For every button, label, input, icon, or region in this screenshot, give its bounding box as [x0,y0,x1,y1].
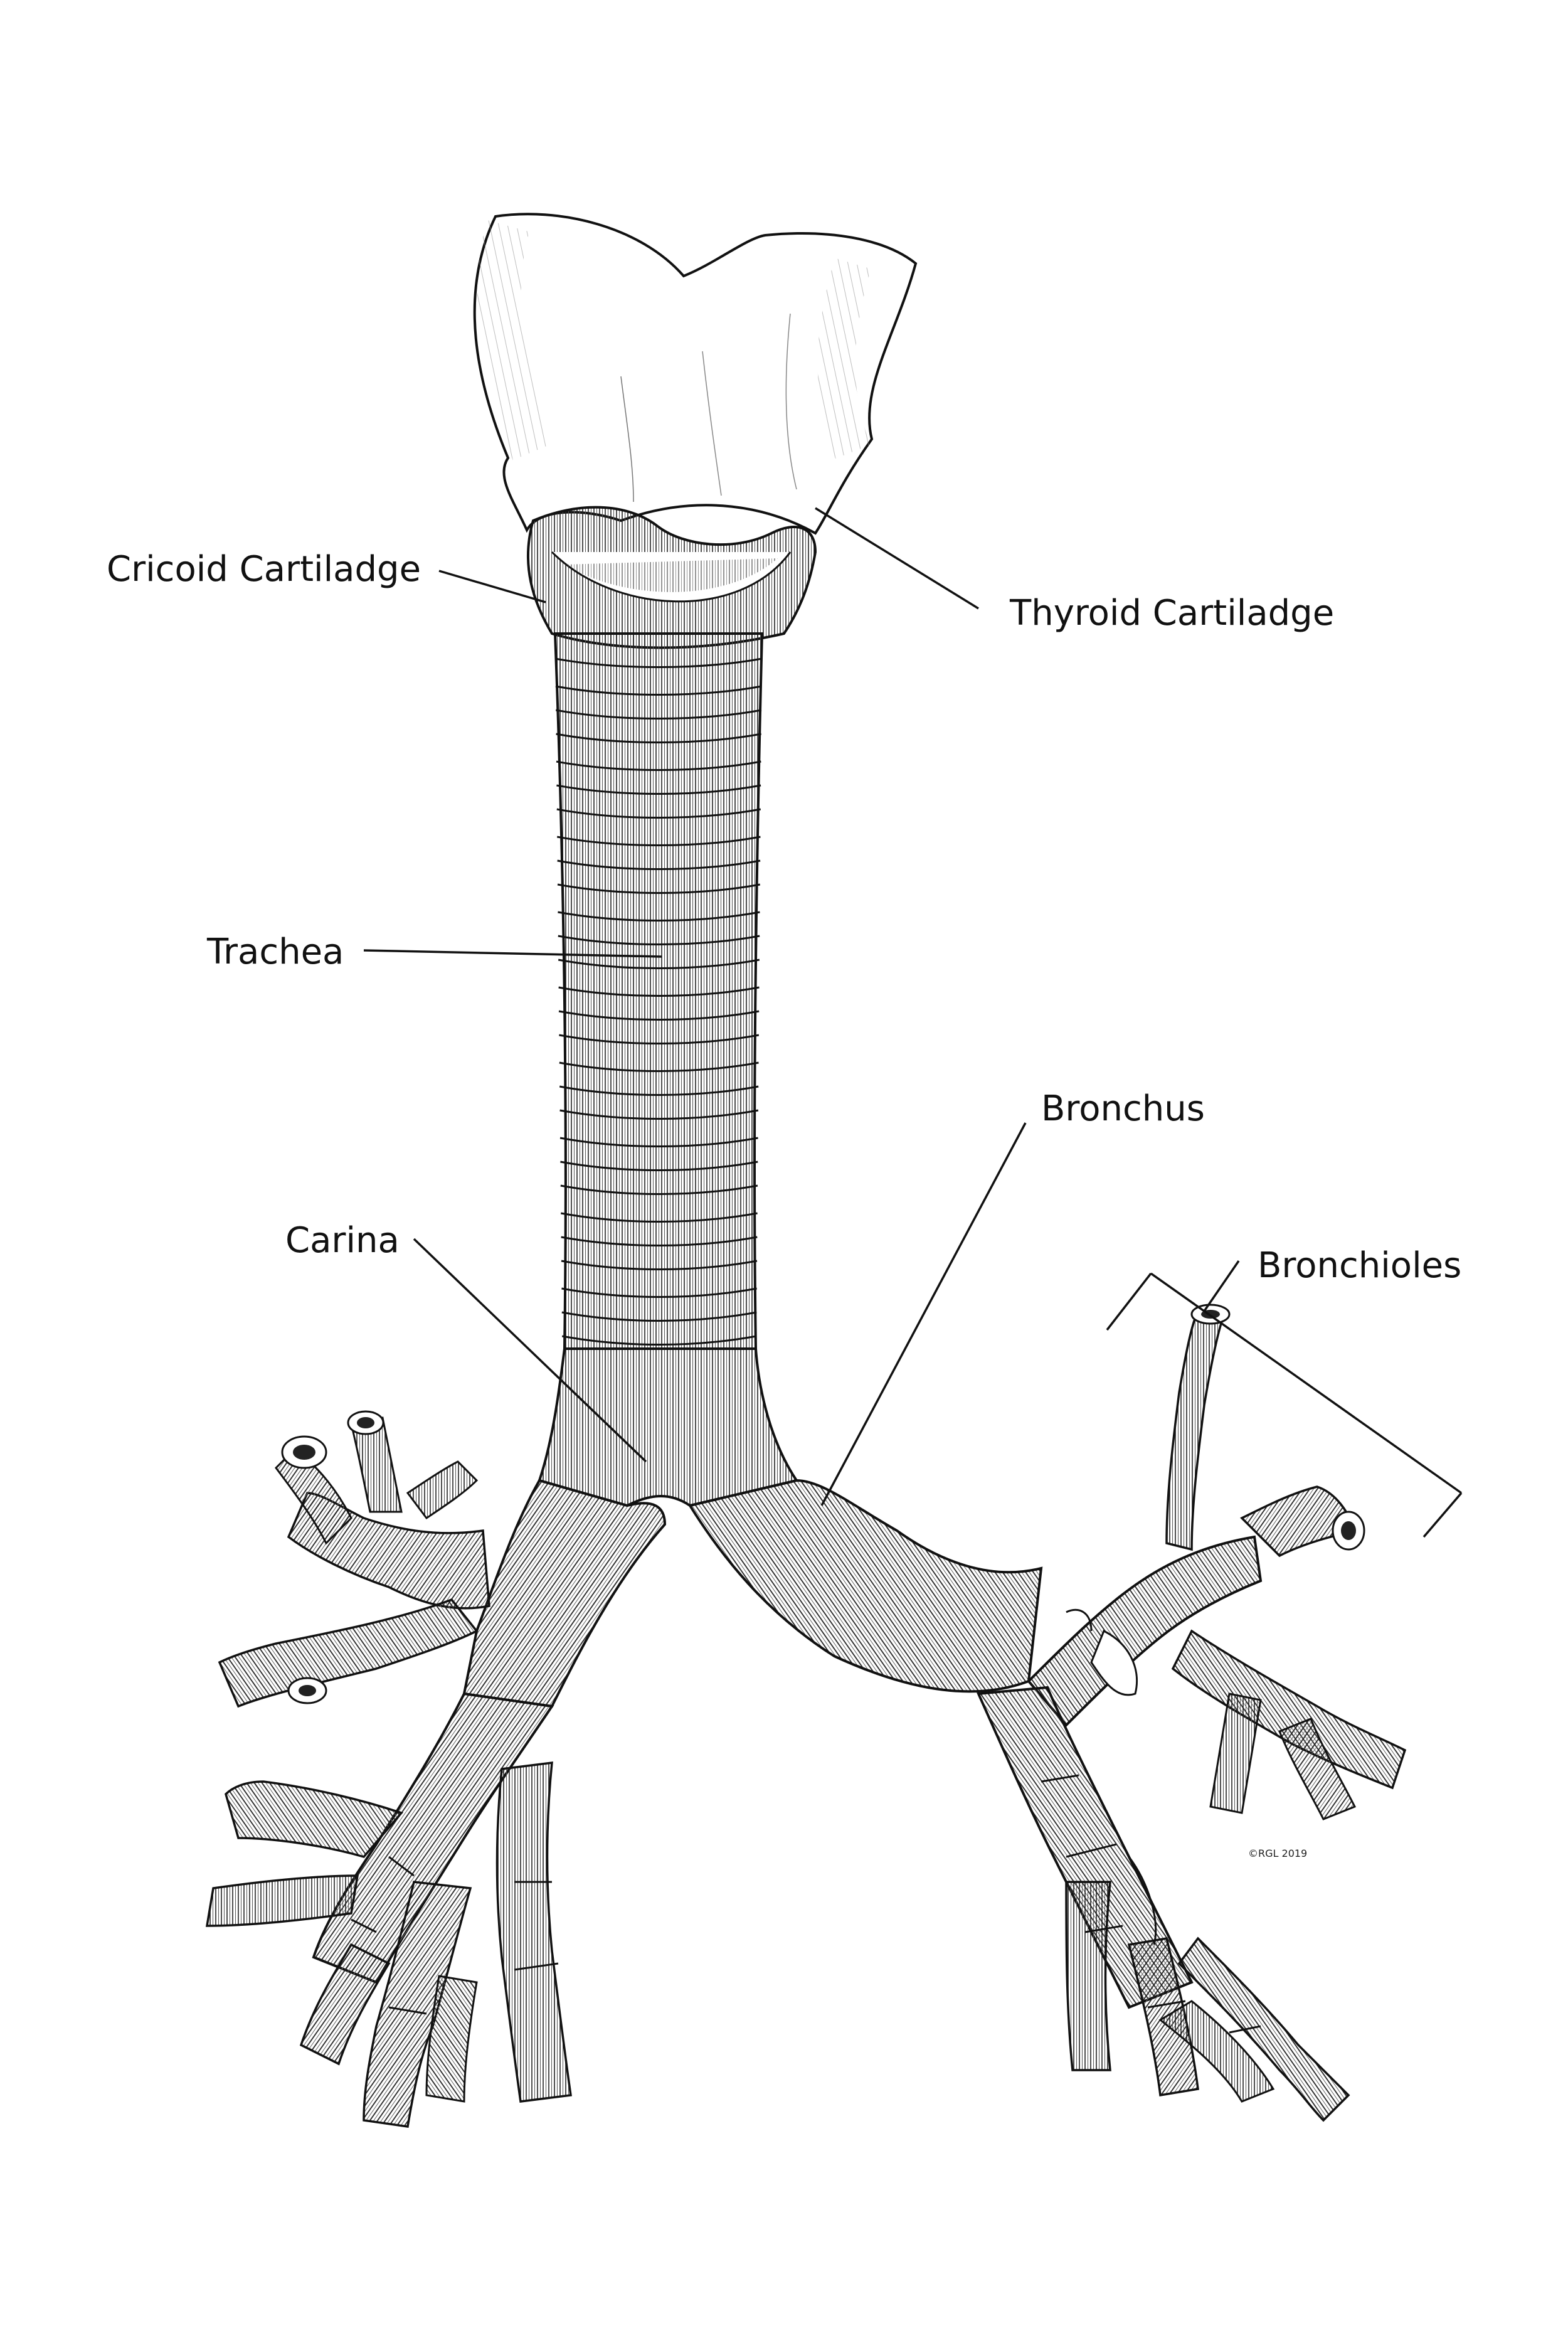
right-upper-bronchioles-shape [1027,1304,1407,1820]
cricoid-cartilage-shape [526,506,817,649]
label-bronchioles: Bronchioles [1258,1245,1462,1286]
trachea-ring [559,1137,758,1147]
trachea-ring [555,685,762,696]
left-lower-bronchioles-shape [205,1692,572,2128]
trachea-ring [561,1260,758,1270]
trachea-ring [560,1161,758,1171]
label-carina: Carina [285,1220,400,1261]
trachea-ring [557,883,761,894]
trachea-ring [558,935,760,945]
right-lower-bronchioles-shape [977,1686,1350,2122]
trachea-leader [363,949,662,958]
trachea-ring [555,709,762,720]
trachea-ring [561,1335,757,1346]
label-thyroid-cartilage: Thyroid Cartiladge [1010,593,1335,634]
trachea-ring [556,760,761,771]
thyroid-cartilage-shape [473,213,918,535]
trachea-ring [560,1212,758,1223]
trachea-ring [561,1287,757,1298]
trachea-ring [555,657,762,668]
trachea-ring [561,1311,757,1322]
trachea-ring [557,859,761,870]
trachea-ring [559,1085,759,1096]
leader-lines [363,507,1463,1538]
trachea-ring [556,808,761,819]
trachea-ring [556,733,761,743]
label-trachea: Trachea [207,932,344,972]
trachea-ring [556,784,761,795]
trachea-ring [560,1184,758,1195]
trachea-ring [559,1109,759,1120]
trachea-ring [561,1236,758,1246]
right-bronchus-shape [687,1479,1043,1693]
trachea-ring [558,959,760,969]
trachea-ring [559,1061,759,1072]
bronchus-leader [820,1122,1027,1506]
left-upper-bronchioles-shape [218,1410,490,1708]
trachea-ring [558,911,760,922]
cricoid-leader [438,570,546,603]
left-bronchus-shape [462,1479,667,1708]
trachea-ring [558,1010,760,1021]
carina-shape [538,1347,799,1507]
label-bronchus: Bronchus [1041,1088,1205,1129]
artist-signature: ©RGL 2019 [1248,1847,1308,1859]
carina-leader [413,1238,647,1463]
bronchioles-bracket [1106,1260,1463,1538]
trachea-ring [558,986,760,997]
thyroid-leader [815,507,979,610]
label-cricoid-cartilage: Cricoid Cartiladge [107,549,421,590]
trachea-ring [559,1034,760,1044]
trachea-ring [556,836,761,846]
